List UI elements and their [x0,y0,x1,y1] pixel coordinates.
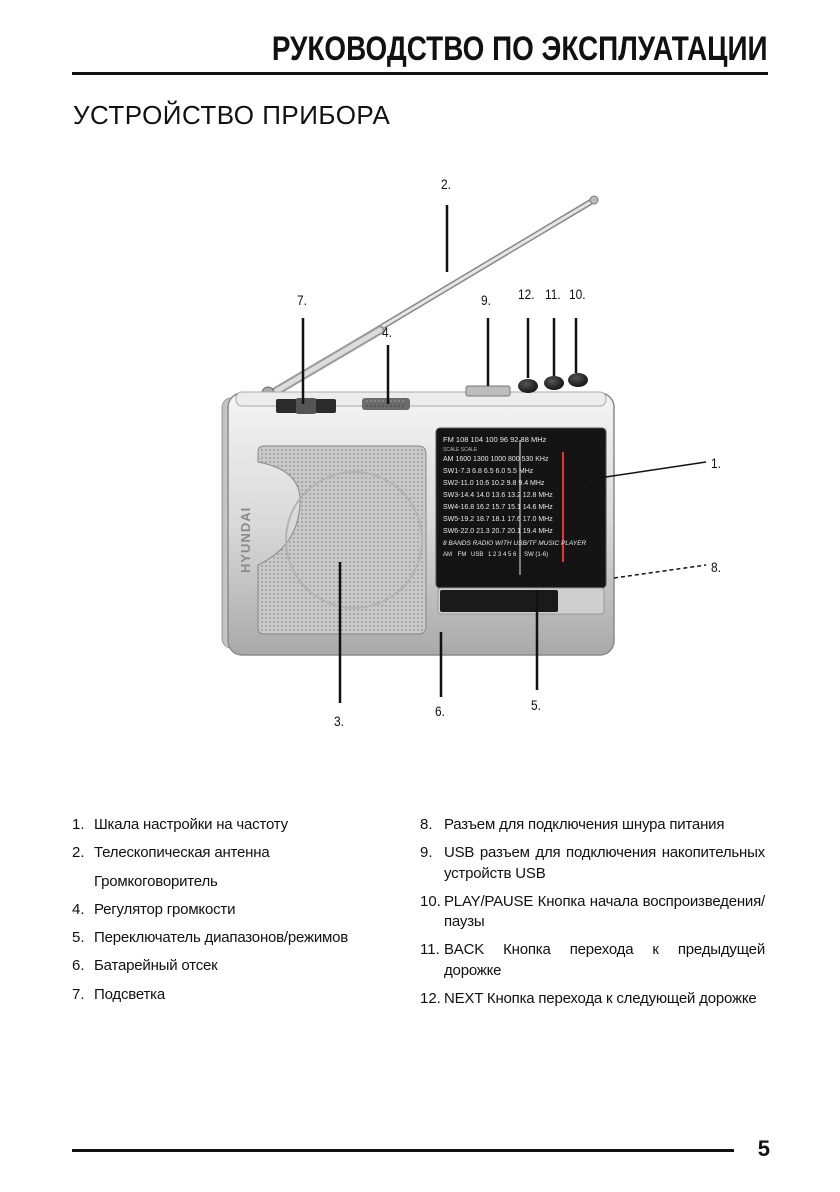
band-switch [437,587,605,615]
telescopic-antenna [261,195,599,401]
dial-sw-row: SW6-22.0 21.3 20.7 20.1 19.4 MHz [443,528,553,535]
dial-band-usb: USB [471,552,484,558]
callout-6: 6. [435,703,445,719]
page-number: 5 [757,1136,770,1161]
radio-illustration [221,195,707,703]
dial-sw-row: SW5-19.2 18.7 18.1 17.6 17.0 MHz [443,516,553,523]
legend-text: Разъем для подключения шнура питания [444,816,725,833]
legend-right: 8. Разъем для подключения шнура питания 9… [420,815,765,1017]
dial-caption: 8 BANDS RADIO WITH USB/TF MUSIC PLAYER [443,540,587,547]
legend-text: Батарейный отсек [94,957,218,975]
legend-text: PLAY/PAUSE Кнопка начала воспроизведения… [444,892,765,930]
tuning-dial [435,427,607,589]
header-rule [72,72,768,75]
back-button [544,376,564,390]
callout-5: 5. [531,697,541,713]
legend-num: 11. [420,941,440,959]
callout-12: 12. [518,286,535,302]
dial-band-am: AM [443,552,452,558]
volume-knob [362,398,410,410]
legend-num: 10. [420,892,441,910]
legend-text: Телескопическая антенна [94,844,270,862]
next-button [518,379,538,393]
callout-4: 4. [382,324,392,340]
dial-sw-row: SW3-14.4 14.0 13.6 13.2 12.8 MHz [443,492,553,499]
dial-markings: FM 108 104 100 96 92 88 MHz SCALE SCALE … [443,434,601,560]
legend-text: Шкала настройки на частоту [94,816,288,833]
legend-item: 4. Регулятор громкости [72,900,402,920]
legend-num: 12. [420,989,441,1007]
legend-item: 1. Шкала настройки на частоту [72,815,402,835]
legend-item: 12.NEXT Кнопка перехода к следующей доро… [420,989,765,1009]
legend-text: Регулятор громкости [94,900,236,918]
dial-band-sw: SW (1-6) [524,552,549,558]
legend-num: 7. [72,985,85,1003]
page-header-title: РУКОВОДСТВО ПО ЭКСПЛУАТАЦИИ [272,30,768,68]
legend-item: Громкоговоритель [72,872,402,892]
legend-num: 1. [72,816,85,833]
legend-text: Переключатель диапазонов/режимов [94,929,349,946]
callout-2: 2. [441,176,451,192]
legend-text: Подсветка [94,985,165,1003]
speaker-grille [257,445,427,635]
callout-8: 8. [711,559,721,575]
dial-sw-row: SW1-7.3 6.8 6.5 6.0 5.5 MHz [443,468,534,475]
legend-item: 11.BACK Кнопка перехода к предыдущей дор… [420,940,765,981]
legend-item: 5. Переключатель диапазонов/режимов [72,928,402,948]
legend-left: 1. Шкала настройки на частоту 2. Телескопи… [72,815,402,1013]
legend-num: 6. [72,957,85,975]
play-pause-button [568,373,588,387]
legend-item: 9. USB разъем для подключения накопительн… [420,843,765,884]
dial-scale-row: SCALE SCALE [443,447,478,453]
legend-text: Громкоговоритель [94,872,218,890]
callout-lines [301,205,707,703]
dial-band-nums: 1 2 3 4 5 6 [488,552,517,558]
footer-rule [72,1149,734,1152]
callout-line-8 [613,564,707,579]
callout-11: 11. [545,286,561,302]
legend-text: NEXT Кнопка перехода к следующей дорожке [444,989,757,1007]
callout-1: 1. [711,455,721,471]
legend-item: 10.PLAY/PAUSE Кнопка начала воспроизведе… [420,892,765,933]
legend-num: 8. [420,816,433,833]
callout-10: 10. [569,286,586,302]
legend-item: 2. Телескопическая антенна [72,843,402,863]
legend-num: 5. [72,929,85,946]
usb-port [465,385,511,397]
legend-num: 9. [420,844,433,862]
legend-num: 4. [72,900,85,918]
callout-7: 7. [297,292,307,308]
legend-text: USB разъем для подключения накопительных… [444,844,765,882]
legend-num: 2. [72,844,85,862]
legend-item: 8. Разъем для подключения шнура питания [420,815,765,835]
backlight-switch [276,398,336,414]
dial-sw-row: SW4-16.8 16.2 15.7 15.1 14.6 MHz [443,504,553,511]
legend-item: 6. Батарейный отсек [72,956,402,976]
dial-am-row: AM 1600 1300 1000 800 530 KHz [443,456,549,463]
legend-text: BACK Кнопка перехода к предыдущей дорожк… [444,941,765,979]
dial-band-fm: FM [457,552,467,558]
section-title: УСТРОЙСТВО ПРИБОРА [73,100,391,130]
dial-fm-row: FM 108 104 100 96 92 88 MHz [443,435,547,444]
callout-9: 9. [481,292,491,308]
brand-logo: HYUNDAI [238,506,253,573]
callout-3: 3. [334,713,344,729]
legend-item: 7. Подсветка [72,985,402,1005]
dial-sw-row: SW2-11.0 10.6 10.2 9.8 9.4 MHz [443,480,545,487]
